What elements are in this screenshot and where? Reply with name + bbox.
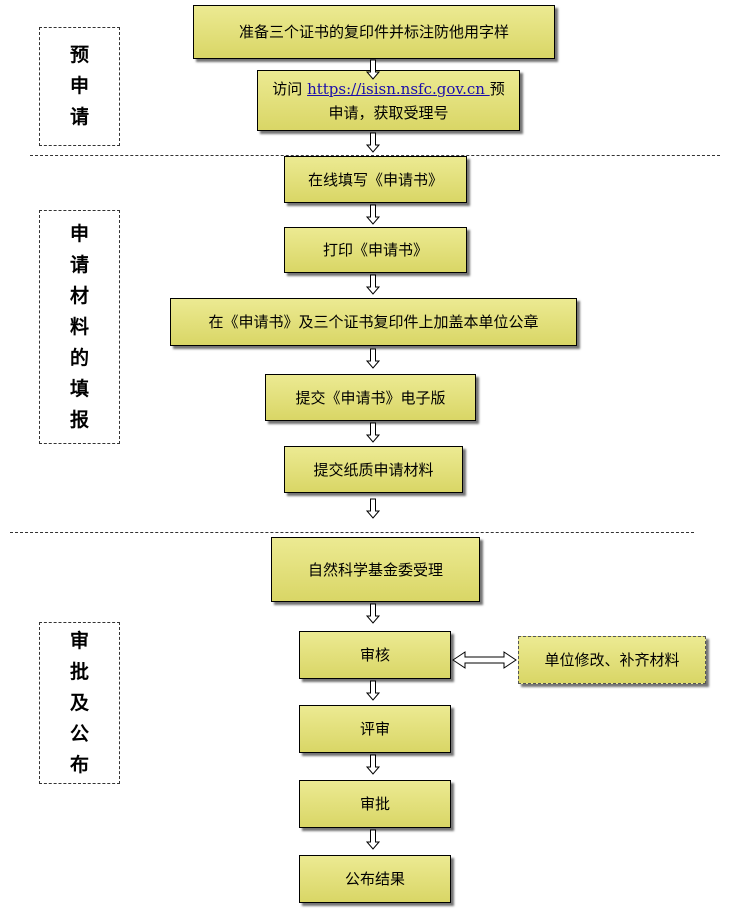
step-prepare-copies: 准备三个证书的复印件并标注防他用字样 bbox=[193, 5, 555, 59]
step-label: 访问 https://isisn.nsfc.gov.cn 预 申请，获取受理号 bbox=[272, 77, 504, 125]
step-label-line2: 申请，获取受理号 bbox=[328, 103, 449, 122]
stage-char: 请 bbox=[69, 253, 89, 276]
down-arrow-icon bbox=[366, 829, 380, 850]
stage-char: 填 bbox=[69, 377, 89, 400]
step-submit-electronic: 提交《申请书》电子版 bbox=[265, 374, 476, 421]
step-submit-paper: 提交纸质申请材料 bbox=[284, 446, 463, 493]
step-print-application: 打印《申请书》 bbox=[284, 227, 467, 273]
down-arrow-icon bbox=[366, 422, 380, 443]
stage-char: 及 bbox=[69, 691, 89, 714]
stage-char: 的 bbox=[69, 346, 89, 369]
step-unit-revise: 单位修改、补齐材料 bbox=[518, 636, 706, 684]
step-evaluate: 评审 bbox=[299, 705, 451, 753]
section-divider bbox=[10, 532, 694, 533]
step-publish-results: 公布结果 bbox=[299, 855, 451, 903]
step-label: 审核 bbox=[359, 646, 390, 664]
step-label: 打印《申请书》 bbox=[322, 241, 428, 259]
stage-char: 申 bbox=[69, 222, 89, 245]
stage-char: 批 bbox=[69, 660, 89, 683]
down-arrow-icon bbox=[366, 132, 380, 153]
step-visit-website: 访问 https://isisn.nsfc.gov.cn 预 申请，获取受理号 bbox=[257, 70, 520, 131]
step-label-prefix: 访问 bbox=[272, 79, 308, 98]
nsfc-website-link[interactable]: https://isisn.nsfc.gov.cn bbox=[307, 79, 490, 98]
down-arrow-icon bbox=[366, 680, 380, 701]
section-divider bbox=[30, 155, 720, 156]
stage-label-pre-application: 预 申 请 bbox=[39, 27, 120, 146]
step-label: 在线填写《申请书》 bbox=[307, 170, 443, 189]
down-arrow-icon bbox=[366, 754, 380, 775]
double-arrow-icon bbox=[452, 651, 517, 669]
stage-char: 公 bbox=[69, 722, 89, 745]
step-approve: 审批 bbox=[299, 780, 451, 828]
stage-char: 料 bbox=[69, 315, 89, 338]
step-label: 审批 bbox=[359, 795, 390, 813]
down-arrow-icon bbox=[366, 204, 380, 225]
stage-char: 审 bbox=[69, 629, 89, 652]
down-arrow-icon bbox=[366, 498, 380, 519]
stage-char: 预 bbox=[69, 44, 89, 66]
stage-label-approval-publish: 审 批 及 公 布 bbox=[39, 622, 120, 784]
step-label: 在《申请书》及三个证书复印件上加盖本单位公章 bbox=[208, 313, 539, 331]
down-arrow-icon bbox=[366, 603, 380, 624]
step-stamp-seal: 在《申请书》及三个证书复印件上加盖本单位公章 bbox=[170, 298, 577, 346]
step-label-suffix: 预 bbox=[489, 79, 505, 98]
stage-char: 材 bbox=[69, 284, 89, 307]
step-label: 提交纸质申请材料 bbox=[313, 460, 434, 479]
step-label: 准备三个证书的复印件并标注防他用字样 bbox=[238, 23, 509, 41]
step-label: 评审 bbox=[359, 720, 390, 738]
stage-char: 布 bbox=[69, 753, 89, 776]
step-label: 公布结果 bbox=[344, 870, 405, 888]
stage-char: 申 bbox=[69, 75, 89, 97]
down-arrow-icon bbox=[366, 348, 380, 369]
stage-char: 请 bbox=[69, 106, 89, 128]
step-label: 提交《申请书》电子版 bbox=[295, 388, 446, 407]
step-label: 单位修改、补齐材料 bbox=[544, 651, 680, 669]
step-fill-online: 在线填写《申请书》 bbox=[284, 156, 467, 203]
step-review: 审核 bbox=[299, 631, 451, 679]
step-label: 自然科学基金委受理 bbox=[307, 560, 443, 579]
stage-char: 报 bbox=[69, 408, 89, 431]
down-arrow-icon bbox=[366, 274, 380, 295]
down-arrow-icon bbox=[366, 59, 380, 80]
stage-label-materials-filing: 申 请 材 料 的 填 报 bbox=[39, 210, 120, 444]
step-nsfc-accept: 自然科学基金委受理 bbox=[271, 537, 480, 602]
